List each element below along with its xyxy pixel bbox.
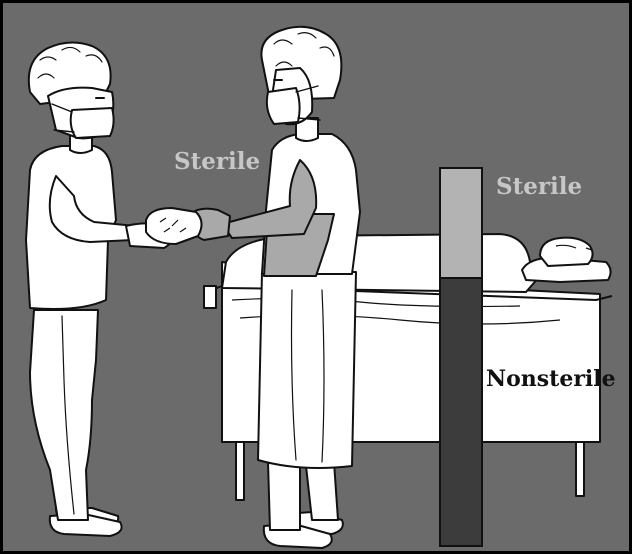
sterility-indicator-bar xyxy=(440,168,482,546)
sterile-item-being-passed xyxy=(146,208,202,244)
nonsterile-label: Nonsterile xyxy=(486,368,616,390)
sterile-zone-segment xyxy=(440,168,482,278)
sterile-label-left: Sterile xyxy=(174,150,260,173)
patient-head xyxy=(540,238,593,266)
sterile-wrap xyxy=(146,208,202,244)
surgeon-gown-skirt xyxy=(258,272,356,468)
sterile-label-right: Sterile xyxy=(496,175,582,198)
nonsterile-zone-segment xyxy=(440,278,482,546)
surgeon-mask xyxy=(267,88,300,124)
table-leg-left xyxy=(236,438,244,500)
table-rail-end-left xyxy=(204,286,216,308)
nurse-mask xyxy=(71,108,114,138)
